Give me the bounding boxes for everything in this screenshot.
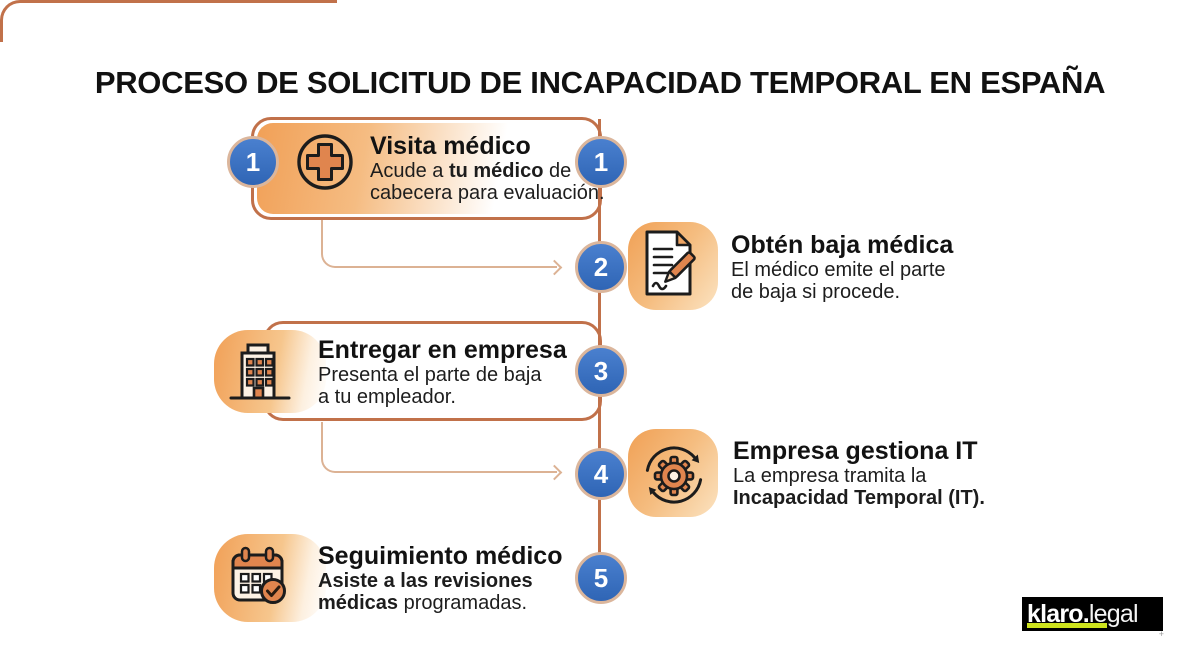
step-3-text: Entregar en empresa Presenta el parte de…: [318, 336, 567, 408]
step-1-description-line2: cabecera para evaluación.: [370, 182, 605, 204]
step-1-title: Visita médico: [370, 132, 531, 160]
process-cycle-gear-icon: [645, 446, 703, 504]
step-number: 1: [245, 146, 261, 177]
step-5-card: [0, 0, 337, 42]
step-1-description-line1: Acude a tu médico de: [370, 160, 572, 182]
step-2-description-line1: El médico emite el parte: [731, 259, 946, 281]
medical-cross-icon: [297, 134, 353, 190]
step-4-text: Empresa gestiona IT La empresa tramita l…: [733, 437, 985, 509]
logo-brand-bold: klaro: [1027, 599, 1084, 628]
step-4-number-badge: 4: [575, 448, 627, 500]
step-1-number-badge: 1: [575, 136, 627, 188]
step-5-number-badge: 5: [575, 552, 627, 604]
logo-underline: [1027, 623, 1107, 628]
step-number: 2: [593, 251, 609, 282]
step-3-number-badge: 3: [575, 345, 627, 397]
step-4-description-line1: La empresa tramita la: [733, 465, 927, 487]
step-2-title: Obtén baja médica: [731, 231, 954, 259]
step-4-description-line2: Incapacidad Temporal (IT).: [733, 487, 985, 509]
logo-registered-mark: +: [1158, 629, 1164, 639]
step-1-number-badge-left: 1: [227, 136, 279, 188]
step-3-description-line2: a tu empleador.: [318, 386, 456, 408]
step-2-description-line2: de baja si procede.: [731, 281, 901, 303]
step-3-title: Entregar en empresa: [318, 336, 567, 364]
klaro-legal-logo: klaro.legal +: [1022, 597, 1164, 639]
step-3-description-line1: Presenta el parte de baja: [318, 364, 542, 386]
step-number: 4: [593, 458, 609, 489]
step-number: 3: [593, 355, 609, 386]
step-1-text: Visita médico Acude a tu médico de cabec…: [370, 132, 605, 204]
connector-step3-to-step4: [321, 422, 557, 473]
step-number: 5: [593, 562, 609, 593]
medical-leave-document-icon: [645, 230, 696, 296]
step-4-title: Empresa gestiona IT: [733, 437, 978, 465]
step-number: 1: [593, 146, 609, 177]
calendar-check-icon: [231, 546, 286, 604]
step-2-number-badge: 2: [575, 241, 627, 293]
step-5-description-line2: médicas programadas.: [318, 592, 528, 614]
step-1-gradient: [257, 123, 537, 214]
connector-step1-to-step2: [321, 220, 557, 268]
page-title: PROCESO DE SOLICITUD DE INCAPACIDAD TEMP…: [94, 64, 1106, 100]
step-5-text: Seguimiento médico Asiste a las revision…: [318, 542, 562, 614]
logo-brand-light: legal: [1088, 599, 1139, 628]
logo-brand-dot: .: [1082, 599, 1090, 628]
step-5-title: Seguimiento médico: [318, 542, 563, 570]
company-building-icon: [229, 343, 291, 400]
step-2-text: Obtén baja médica El médico emite el par…: [731, 231, 953, 303]
step-5-description-line1: Asiste a las revisiones: [318, 570, 533, 592]
